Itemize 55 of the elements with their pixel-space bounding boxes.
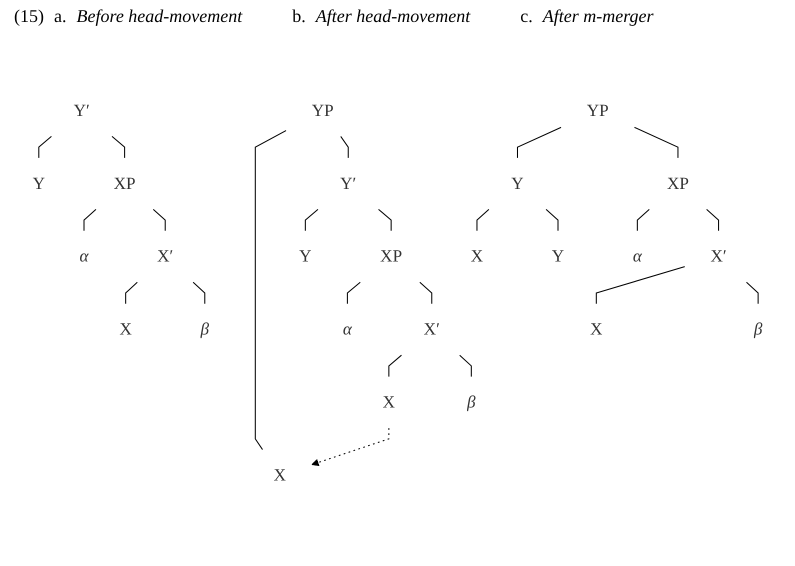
node-text: X [470, 247, 484, 266]
node-text: Y [552, 247, 564, 266]
node-text: α [80, 247, 89, 266]
node-text: XP [380, 247, 402, 266]
node-text: X [274, 466, 286, 485]
node-text: Y [32, 174, 46, 194]
connector [125, 282, 138, 304]
node-text: XP [114, 174, 136, 194]
connector [476, 208, 490, 231]
connector [746, 282, 759, 304]
connector [304, 208, 318, 231]
connector [388, 354, 402, 377]
node-text: YP [586, 101, 609, 120]
node-text: X [590, 320, 603, 339]
connector [254, 130, 286, 450]
connector [596, 266, 685, 304]
node-text: β [200, 320, 210, 339]
connector [192, 282, 206, 304]
connector [378, 208, 392, 231]
node-text: XP [666, 174, 689, 194]
node-text: Y [299, 247, 312, 266]
tree-heading: After m-merger [542, 6, 654, 27]
connector [152, 208, 166, 231]
example-number: (15) [14, 6, 44, 27]
node-text: β [467, 392, 476, 412]
connector [546, 208, 559, 231]
node-text: X [382, 392, 396, 412]
node-text: Y′ [340, 174, 356, 194]
connector [38, 136, 52, 158]
subpart-letter: a. [54, 6, 66, 27]
node-text: X [119, 320, 132, 339]
node-text: α [632, 247, 642, 266]
connector [112, 136, 126, 158]
node-text: YP [312, 101, 334, 120]
connector [84, 208, 96, 231]
node-text: β [754, 320, 762, 339]
connector [636, 208, 650, 231]
tree-heading: After head-movement [316, 6, 470, 27]
connector [706, 208, 720, 231]
connector [419, 282, 432, 304]
node-text: Y [511, 174, 524, 194]
node-text: X′ [157, 247, 174, 266]
subpart-letter: b. [292, 6, 306, 27]
connector [516, 126, 562, 158]
node-text: X′ [424, 320, 440, 339]
subpart-letter: c. [520, 6, 533, 27]
connector [459, 354, 472, 377]
connector [634, 126, 678, 158]
connector [346, 282, 361, 304]
connector [340, 136, 349, 158]
arrow [311, 428, 390, 466]
node-text: Y′ [74, 101, 90, 120]
node-text: α [342, 320, 352, 339]
node-text: X′ [710, 247, 727, 266]
tree-heading: Before head-movement [76, 6, 242, 27]
